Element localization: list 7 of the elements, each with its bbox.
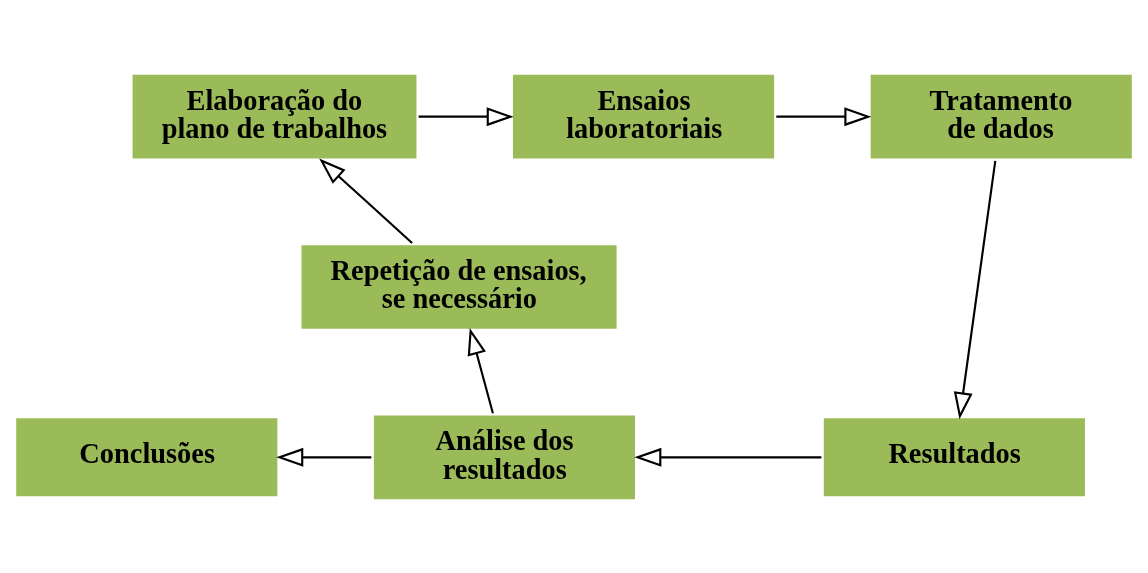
arrow — [776, 106, 872, 126]
arrow — [467, 327, 494, 414]
arrow — [634, 447, 822, 467]
arrow — [276, 447, 372, 467]
arrow — [418, 106, 514, 126]
arrow — [319, 158, 413, 244]
arrow — [953, 160, 997, 419]
